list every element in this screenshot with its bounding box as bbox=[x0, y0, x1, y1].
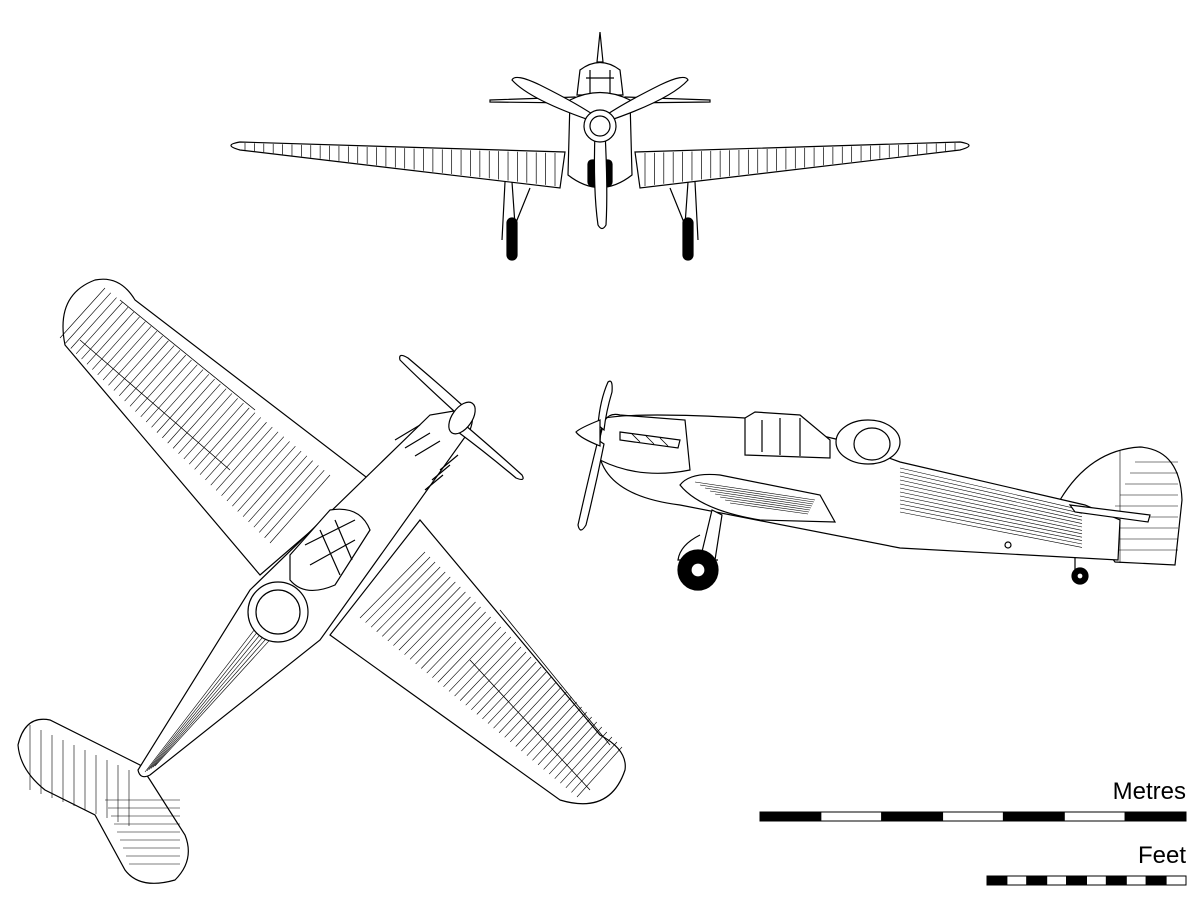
front-canopy bbox=[576, 61, 624, 96]
top-tail-ribs bbox=[29, 725, 180, 865]
front-canopy-frame bbox=[586, 70, 614, 95]
front-left-wing bbox=[230, 141, 566, 189]
front-prop-blade-upper-left bbox=[511, 76, 599, 123]
top-view bbox=[17, 278, 626, 884]
feet-scale-label: Feet bbox=[1137, 842, 1186, 869]
metres-scale-segment bbox=[1063, 811, 1126, 822]
feet-scale-segment bbox=[1105, 875, 1127, 886]
front-spinner bbox=[583, 109, 617, 143]
side-marker bbox=[1004, 541, 1012, 549]
front-prop-blade-upper-right bbox=[601, 76, 689, 123]
side-view bbox=[575, 380, 1183, 591]
front-view bbox=[230, 31, 970, 261]
metres-scale-bar bbox=[759, 811, 1187, 822]
top-right-aileron bbox=[469, 609, 611, 791]
feet-scale-segment bbox=[986, 875, 1008, 886]
front-prop-blade-lower bbox=[593, 131, 608, 230]
metres-scale-segment bbox=[1124, 811, 1187, 822]
top-canopy bbox=[289, 508, 371, 591]
metres-scale-label: Metres bbox=[1112, 778, 1186, 805]
side-prop-blade-lower bbox=[577, 439, 605, 531]
front-left-wheel bbox=[506, 217, 518, 261]
front-right-wheel bbox=[682, 217, 694, 261]
side-tailplane bbox=[1068, 504, 1151, 523]
front-wing-ribs bbox=[244, 143, 956, 186]
feet-scale-segment bbox=[1125, 875, 1147, 886]
metres-scale-segment bbox=[881, 811, 944, 822]
metres-scale-segment bbox=[820, 811, 883, 822]
top-spinner bbox=[448, 401, 476, 435]
metres-scale-segment bbox=[942, 811, 1004, 822]
side-radiator-lines bbox=[694, 481, 816, 515]
feet-scale-segment bbox=[1165, 875, 1187, 886]
top-prop-blade-upper bbox=[399, 354, 463, 413]
top-left-aileron bbox=[79, 299, 256, 471]
side-rear-gun-ring bbox=[835, 419, 901, 465]
front-right-wing bbox=[634, 141, 970, 189]
feet-scale-segment bbox=[1145, 875, 1167, 886]
side-canopy-frame bbox=[761, 418, 801, 456]
side-spinner bbox=[575, 419, 601, 447]
feet-scale-segment bbox=[1006, 875, 1028, 886]
side-canopy bbox=[744, 411, 831, 459]
feet-scale-segment bbox=[1046, 875, 1068, 886]
metres-scale-segment bbox=[1002, 811, 1065, 822]
top-wing-ribs bbox=[59, 287, 623, 798]
top-rear-gun-ring bbox=[247, 581, 309, 643]
metres-scale-segment bbox=[759, 811, 822, 822]
top-left-wing bbox=[62, 278, 371, 576]
feet-scale-bar bbox=[986, 875, 1187, 886]
top-canopy-frame bbox=[304, 519, 356, 576]
top-prop-blade-lower bbox=[457, 424, 524, 481]
top-tailplane bbox=[17, 718, 189, 884]
side-fuselage-stringers bbox=[899, 467, 1083, 548]
front-fin bbox=[596, 31, 604, 63]
feet-scale-segment bbox=[1066, 875, 1087, 886]
top-fuselage-stringers bbox=[144, 624, 279, 773]
feet-scale-segment bbox=[1026, 875, 1048, 886]
feet-scale-segment bbox=[1086, 875, 1107, 886]
top-exhaust-stacks bbox=[394, 424, 459, 491]
side-prop-blade-upper bbox=[597, 380, 613, 432]
